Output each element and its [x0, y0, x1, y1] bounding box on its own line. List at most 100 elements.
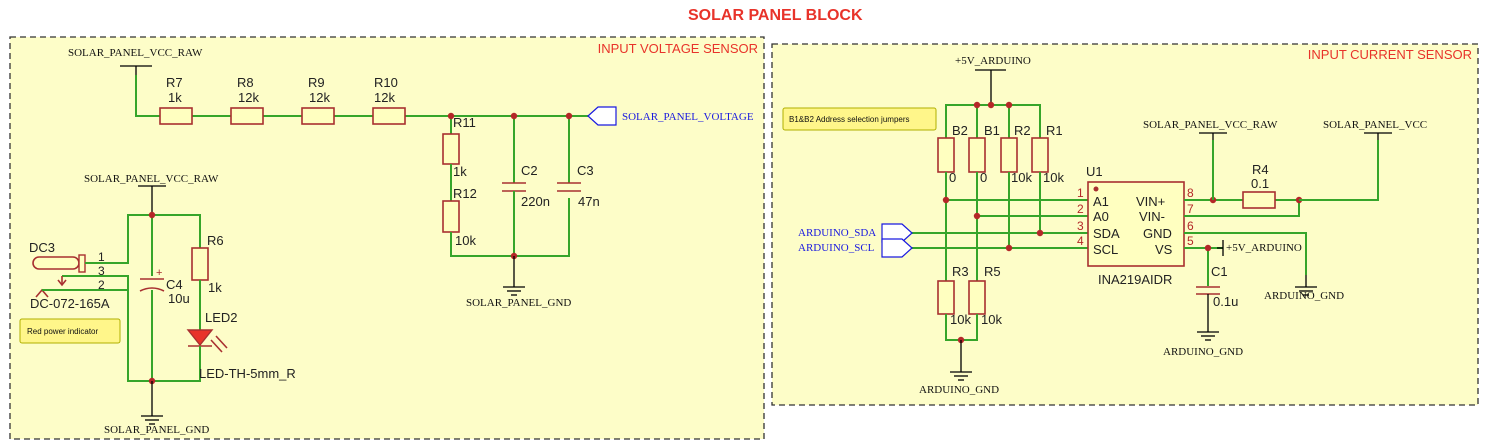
u1-pin-num: 3	[1077, 219, 1084, 233]
wire	[135, 75, 160, 117]
u1-part: INA219AIDR	[1098, 272, 1172, 287]
capacitor-c4-plate	[139, 287, 165, 292]
u1-pin-name: VIN+	[1136, 194, 1165, 209]
net-label-vcc-raw: SOLAR_PANEL_VCC_RAW	[84, 173, 219, 185]
r4-value: 0.1	[1251, 176, 1269, 191]
resistor-r11	[442, 133, 460, 165]
junction-dot	[1036, 229, 1044, 237]
led2-value: LED-TH-5mm_R	[199, 366, 296, 381]
resistor-r5	[968, 280, 986, 315]
r10-value: 12k	[374, 90, 395, 105]
resistor-r4	[1242, 191, 1276, 209]
resistor-r12	[442, 200, 460, 233]
junction-dot	[148, 211, 156, 219]
wire	[127, 214, 201, 258]
u1-pin-name: GND	[1143, 226, 1172, 241]
net-label-vcc: SOLAR_PANEL_VCC	[1323, 119, 1427, 131]
r1-ref: R1	[1046, 123, 1063, 138]
b1-value: 0	[980, 170, 987, 185]
led-emission-arrow	[210, 339, 223, 353]
b1-ref: B1	[984, 123, 1000, 138]
net-flag-voltage	[587, 106, 617, 126]
dc3-ref: DC3	[29, 240, 55, 255]
u1-pin-name: SDA	[1093, 226, 1120, 241]
page-title: SOLAR PANEL BLOCK	[688, 7, 863, 24]
led-emission-arrow	[215, 335, 228, 349]
note-address-jumpers: B1&B2 Address selection jumpers	[789, 115, 910, 124]
led-body	[186, 329, 214, 347]
c3-value: 47n	[578, 194, 600, 209]
net-label-5v-vs: +5V_ARDUINO	[1226, 242, 1302, 254]
note-box	[19, 318, 121, 344]
ic-pin1-mark	[1093, 186, 1099, 192]
wire	[1299, 140, 1379, 201]
junction-dot	[1005, 244, 1013, 252]
r1-value: 10k	[1043, 170, 1064, 185]
u1-ref: U1	[1086, 164, 1103, 179]
ic-u1	[1087, 181, 1185, 267]
junction-dot	[987, 101, 995, 109]
net-label-gnd: SOLAR_PANEL_GND	[104, 424, 209, 436]
c1-value: 0.1u	[1213, 294, 1238, 309]
resistor-b1	[968, 137, 986, 173]
u1-pin-num: 7	[1187, 202, 1194, 216]
polarity-mark: +	[156, 267, 162, 279]
junction-dot	[942, 196, 950, 204]
dc-jack-pin	[78, 254, 86, 273]
r4-ref: R4	[1252, 162, 1269, 177]
wire	[127, 303, 201, 382]
junction-dot	[1204, 244, 1212, 252]
r7-value: 1k	[168, 90, 182, 105]
b2-ref: B2	[952, 123, 968, 138]
resistor-r2	[1000, 137, 1018, 173]
dc3-pin-arrow	[57, 279, 67, 287]
u1-pin-num: 6	[1187, 219, 1194, 233]
b2-value: 0	[949, 170, 956, 185]
r2-ref: R2	[1014, 123, 1031, 138]
junction-dot	[447, 112, 455, 120]
resistor-b2	[937, 137, 955, 173]
u1-pin-name: VS	[1155, 242, 1173, 257]
dc3-pin: 3	[98, 264, 105, 278]
resistor-r8	[230, 107, 264, 125]
r11-ref: R11	[453, 115, 476, 130]
net-label-5v: +5V_ARDUINO	[955, 55, 1031, 67]
led2-ref: LED2	[205, 310, 238, 325]
u1-pin-name: SCL	[1093, 242, 1118, 257]
resistor-r9	[301, 107, 335, 125]
current-sensor-label: INPUT CURRENT SENSOR	[1308, 47, 1472, 62]
net-label-vcc-raw: SOLAR_PANEL_VCC_RAW	[68, 47, 203, 59]
resistor-r10	[372, 107, 406, 125]
u1-pin-num: 2	[1077, 202, 1084, 216]
net-label-arduino-gnd: ARDUINO_GND	[1163, 346, 1243, 358]
c1-ref: C1	[1211, 264, 1228, 279]
net-label-arduino-gnd: ARDUINO_GND	[1264, 290, 1344, 302]
dc3-pin: 1	[98, 250, 105, 264]
resistor-r7	[159, 107, 193, 125]
r9-value: 12k	[309, 90, 330, 105]
c4-value: 10u	[168, 291, 190, 306]
r10-ref: R10	[374, 75, 398, 90]
c2-ref: C2	[521, 163, 538, 178]
net-label-vcc-raw: SOLAR_PANEL_VCC_RAW	[1143, 119, 1278, 131]
wire	[1184, 232, 1307, 275]
u1-pin-num: 8	[1187, 186, 1194, 200]
u1-pin-num: 5	[1187, 234, 1194, 248]
r7-ref: R7	[166, 75, 183, 90]
junction-dot	[973, 101, 981, 109]
r11-value: 1k	[453, 164, 467, 179]
junction-dot	[1005, 101, 1013, 109]
r5-ref: R5	[984, 264, 1001, 279]
resistor-r6	[191, 247, 209, 281]
wire	[62, 275, 129, 303]
u1-pin-num: 1	[1077, 186, 1084, 200]
voltage-sensor-label: INPUT VOLTAGE SENSOR	[598, 41, 758, 56]
note-box	[782, 107, 937, 131]
r3-value: 10k	[950, 312, 971, 327]
wire	[450, 198, 570, 257]
u1-pin-name: A0	[1093, 209, 1109, 224]
junction-dot	[973, 212, 981, 220]
r6-value: 1k	[208, 280, 222, 295]
r9-ref: R9	[308, 75, 325, 90]
